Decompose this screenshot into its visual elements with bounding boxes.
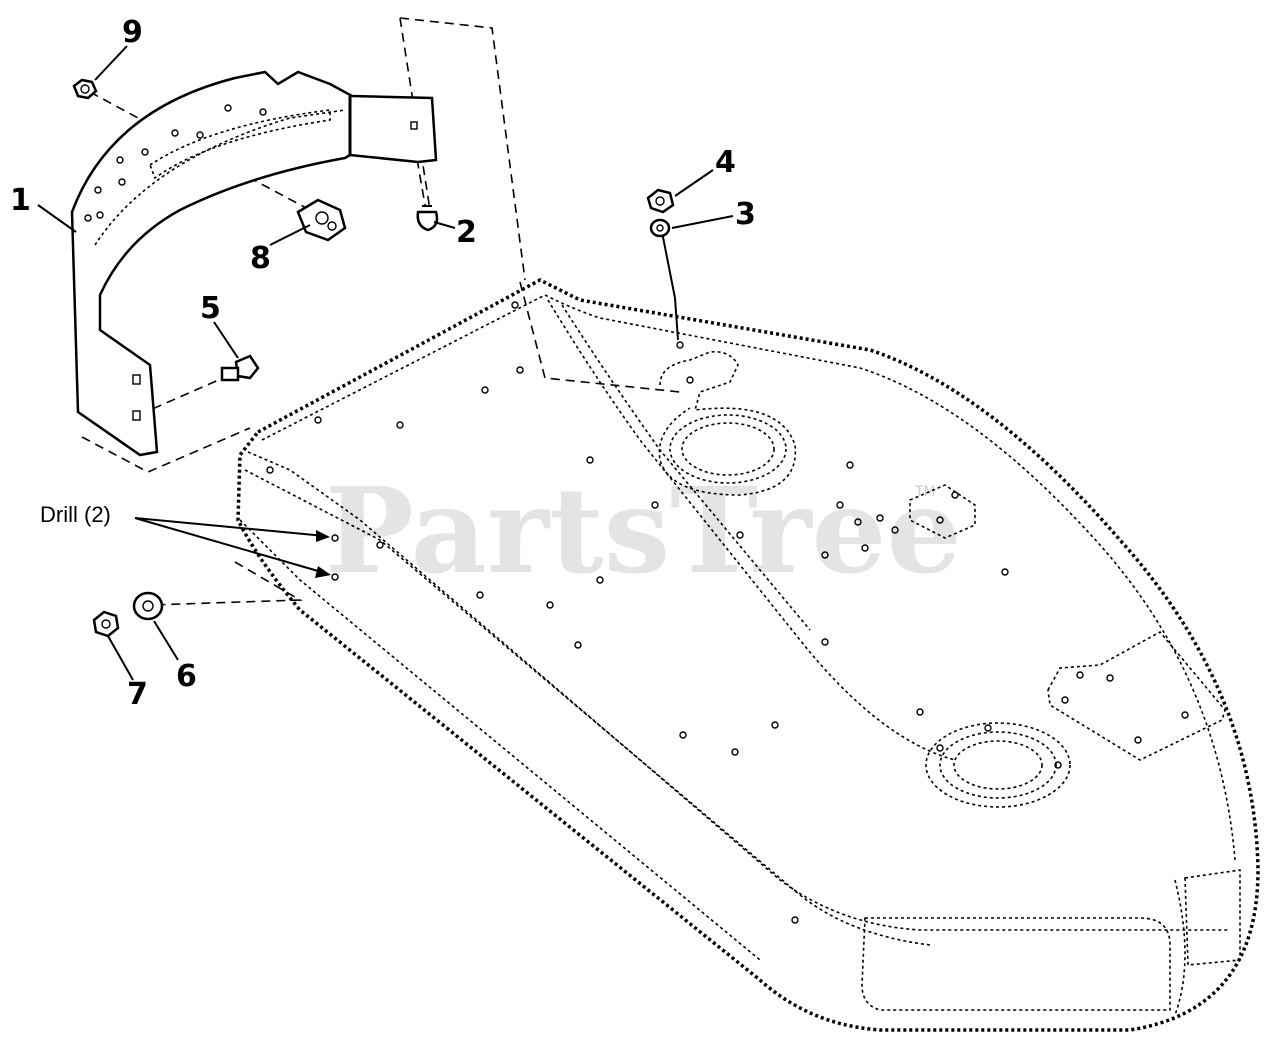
projection-box-top — [399, 17, 526, 281]
deck-rim-2 — [244, 469, 931, 946]
drill-label: Drill (2) — [40, 502, 111, 527]
callout-1: 1 — [10, 183, 31, 218]
drill-arrow-2 — [134, 517, 326, 574]
leader-8 — [269, 224, 311, 246]
callout-2: 2 — [456, 215, 477, 250]
drill-arrow-2-head — [315, 566, 331, 578]
deck-front-panel-2 — [1184, 869, 1241, 966]
leader-9 — [94, 45, 128, 81]
leader-1 — [37, 204, 77, 233]
projection-line-2 — [411, 129, 426, 206]
leader-2 — [433, 221, 456, 229]
washer-6-icon — [132, 591, 164, 621]
bracket-slot — [149, 109, 331, 180]
callout-5: 5 — [200, 291, 221, 326]
deck-front-panel — [861, 917, 1171, 1011]
projection-line-3 — [661, 231, 679, 341]
deck-outline — [236, 278, 1260, 1032]
deck-holes — [266, 301, 1189, 924]
projection-box-bottom — [81, 427, 251, 473]
deck-side-recess — [1174, 879, 1186, 1016]
deck-rim-3 — [239, 519, 761, 961]
guard-bracket — [70, 70, 438, 457]
watermark-trademark: TM — [914, 484, 936, 500]
projection-box-side — [149, 561, 303, 606]
callout-8: 8 — [250, 241, 271, 276]
washer-3-icon — [649, 218, 671, 238]
deck-right-pad — [1047, 630, 1226, 761]
left-spindle-ring-outer — [669, 414, 787, 484]
callout-3: 3 — [735, 197, 756, 232]
bracket-square-hole-1 — [132, 374, 141, 385]
right-spindle-ring-mid — [939, 731, 1057, 799]
bracket-holes — [84, 104, 267, 222]
callout-7: 7 — [127, 677, 148, 712]
mower-deck — [236, 278, 1260, 1032]
leader-4 — [674, 169, 714, 197]
leader-7 — [107, 635, 134, 681]
deck-small-plate — [909, 484, 976, 539]
projection-line-5 — [149, 374, 231, 411]
callout-leaders — [37, 45, 734, 681]
callout-9: 9 — [122, 15, 143, 50]
leader-6 — [153, 620, 179, 661]
projection-line-bracket — [519, 281, 681, 393]
nut-7-icon — [92, 610, 120, 638]
bolt-2-icon — [416, 205, 439, 232]
callout-6: 6 — [176, 659, 197, 694]
callout-4: 4 — [715, 145, 736, 180]
bracket-square-hole-top — [410, 121, 418, 130]
watermark-text: PartsTree — [325, 461, 962, 600]
bracket-square-hole-2 — [132, 410, 141, 421]
bolt-5-icon — [220, 354, 260, 382]
right-spindle-ring-inner — [953, 740, 1043, 790]
left-spindle-ring-inner — [681, 422, 775, 476]
bracket-inner-edge — [94, 109, 346, 246]
bracket-body — [70, 70, 438, 457]
bolt-8-icon — [296, 198, 347, 242]
right-spindle-ring-outer — [925, 722, 1071, 808]
deck-spindle-mount — [658, 350, 797, 496]
deck-top-edge — [261, 294, 1236, 861]
leader-5 — [213, 321, 239, 359]
deck-rim-1 — [247, 451, 1230, 931]
nut-9-icon — [72, 78, 98, 100]
leader-3 — [671, 215, 734, 229]
drill-arrow-1-head — [316, 530, 330, 542]
hardware — [72, 78, 675, 638]
nut-4-icon — [646, 188, 675, 214]
drill-arrows — [134, 517, 331, 578]
deck-ridge-2 — [561, 304, 811, 631]
drill-arrow-1 — [134, 517, 326, 537]
